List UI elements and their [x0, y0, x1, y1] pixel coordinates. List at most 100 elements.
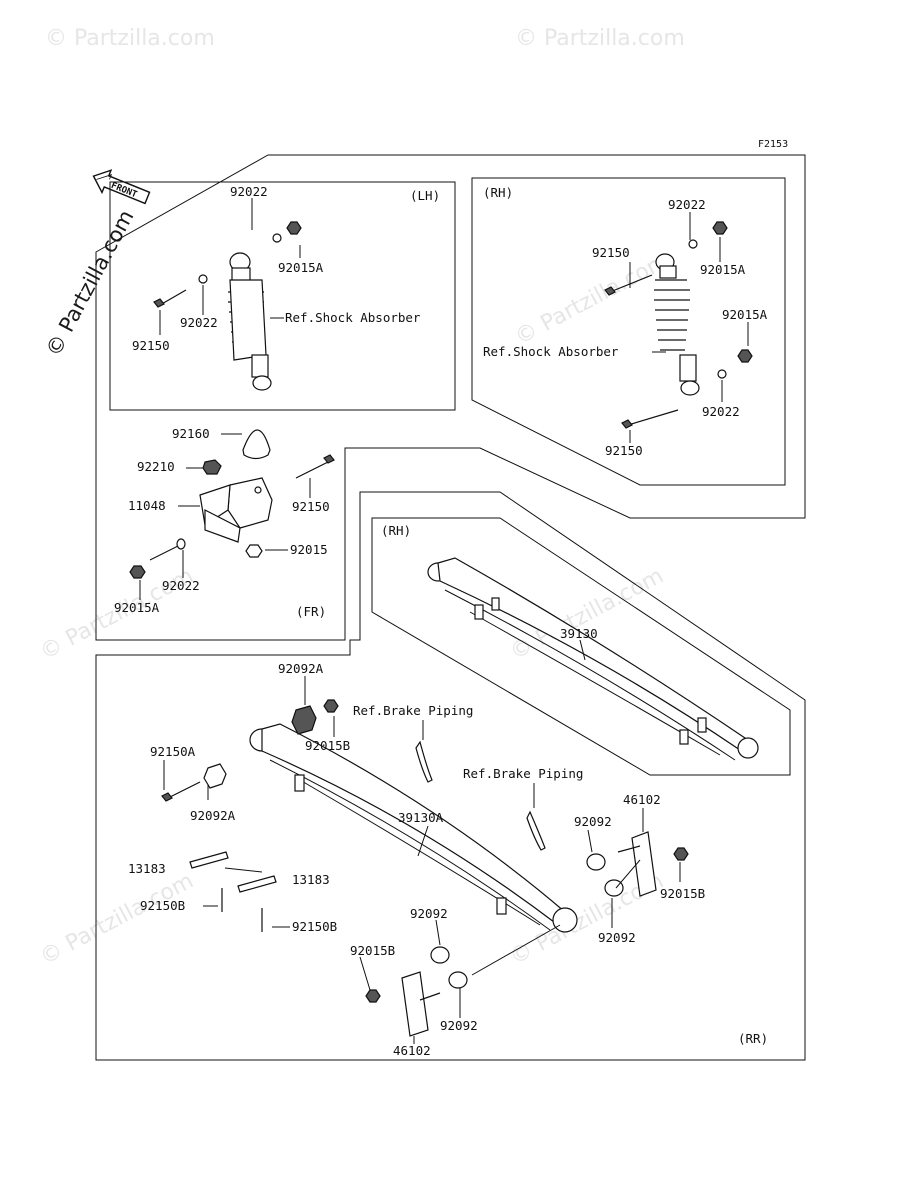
part-label: 13183 [292, 872, 330, 887]
part-label: 92015B [305, 738, 350, 753]
part-label: 92092 [440, 1018, 478, 1033]
panel-tag: (FR) [296, 604, 326, 619]
panel-tag: (RH) [483, 185, 513, 200]
part-label: 92150 [605, 443, 643, 458]
bolt-head-icon [153, 298, 165, 308]
bolt-head-icon [161, 792, 173, 802]
bolt-head-icon [621, 419, 633, 429]
bushing-icon [430, 946, 450, 964]
part-label: 92160 [172, 426, 210, 441]
panel-rh-spring-box [371, 517, 791, 776]
front-arrow-icon: FRONT [92, 169, 151, 205]
nut-icon [245, 544, 263, 558]
washer-icon [198, 274, 208, 284]
part-label: 92015B [350, 943, 395, 958]
part-label: 92015A [700, 262, 746, 277]
washer-icon [717, 369, 727, 379]
shackle-pin-icon [419, 992, 441, 1001]
watermark-vertical: © Partzilla.com [41, 206, 138, 360]
part-label: 92092 [410, 906, 448, 921]
bolt-head-icon [323, 454, 335, 464]
nut-icon [286, 221, 302, 235]
part-label: 92092 [598, 930, 636, 945]
panel-tag: (LH) [410, 188, 440, 203]
panel-rh-spring: (RH) 39130 [371, 517, 791, 776]
part-label: 92150A [150, 744, 196, 759]
bump-stop-icon [242, 429, 271, 460]
bushing-icon [291, 705, 317, 735]
watermark: © Partzilla.com [36, 869, 198, 971]
shock-absorber-lh [228, 252, 272, 391]
ref-label: Ref.Shock Absorber [483, 344, 619, 359]
part-label: 92022 [668, 197, 706, 212]
plate-icon [237, 875, 277, 893]
part-label: 92022 [162, 578, 200, 593]
watermark: © Partzilla.com [45, 26, 215, 51]
watermark: © Partzilla.com [511, 249, 673, 351]
part-label: 92150B [292, 919, 337, 934]
nut-icon [365, 989, 381, 1003]
part-label: 92022 [702, 404, 740, 419]
part-label: 92015A [114, 600, 160, 615]
washer-icon [688, 239, 698, 249]
shock-absorber-rh [654, 253, 700, 396]
plate-icon [189, 851, 229, 869]
nut-icon [737, 349, 753, 363]
nut-icon [129, 565, 146, 579]
part-label: 92092A [190, 808, 236, 823]
nut-icon [323, 699, 339, 713]
panel-rh-shock: (RH) 92022 92150 92015A 92015A Ref.Shock… [471, 177, 786, 486]
bolt-head-icon [604, 286, 616, 296]
part-label: 92150 [292, 499, 330, 514]
panel-tag: (RH) [381, 523, 411, 538]
bolt-icon [609, 274, 653, 293]
part-label: 92015B [660, 886, 705, 901]
bolt-icon [159, 289, 187, 306]
nut-icon [712, 221, 728, 235]
part-label: 39130 [560, 626, 598, 641]
bracket-icon [199, 477, 273, 543]
shackle-plate-icon [401, 971, 429, 1037]
washer-icon [176, 538, 186, 550]
nut-icon [673, 847, 689, 861]
washer-icon [272, 233, 282, 243]
panel-lh-shock: (LH) 92022 92015A 92022 92150 Ref.Shock … [109, 181, 456, 411]
bushing-icon [586, 853, 606, 871]
leaf-spring-rh [427, 557, 759, 761]
part-label: 92015 [290, 542, 328, 557]
bushing-icon [604, 879, 624, 897]
part-label: 92092A [278, 661, 324, 676]
shackle-pin-icon [617, 845, 641, 853]
shackle-plate-icon [631, 831, 657, 897]
part-label: 11048 [128, 498, 166, 513]
bushing-icon [203, 763, 227, 789]
stopper-icon [202, 459, 222, 475]
part-label: 39130A [398, 810, 444, 825]
bolt-icon [295, 461, 329, 479]
figure-code: F2153 [758, 139, 788, 150]
bolt-icon [627, 409, 679, 426]
part-label: 92092 [574, 814, 612, 829]
ref-label: Ref.Brake Piping [353, 703, 473, 718]
panel-tag: (RR) [738, 1031, 768, 1046]
part-label: 46102 [393, 1043, 431, 1058]
part-label: 92022 [230, 184, 268, 199]
leaf-spring-rr [249, 723, 578, 933]
part-label: 46102 [623, 792, 661, 807]
brake-clamp-icon [526, 810, 546, 851]
part-label: 92210 [137, 459, 175, 474]
ref-label: Ref.Brake Piping [463, 766, 583, 781]
part-label: 92150B [140, 898, 185, 913]
frame-rear [95, 491, 806, 1061]
panel-rh-box [471, 177, 786, 486]
panel-fr-bracket: (FR) 92160 92210 11048 92150 92015 92022… [114, 426, 335, 619]
part-label: 92150 [592, 245, 630, 260]
bolt-icon [167, 781, 201, 799]
panel-lh-box [109, 181, 456, 411]
part-label: 13183 [128, 861, 166, 876]
watermark: © Partzilla.com [515, 26, 685, 51]
part-label: 92015A [278, 260, 324, 275]
frame-upper [95, 154, 806, 641]
part-label: 92022 [180, 315, 218, 330]
